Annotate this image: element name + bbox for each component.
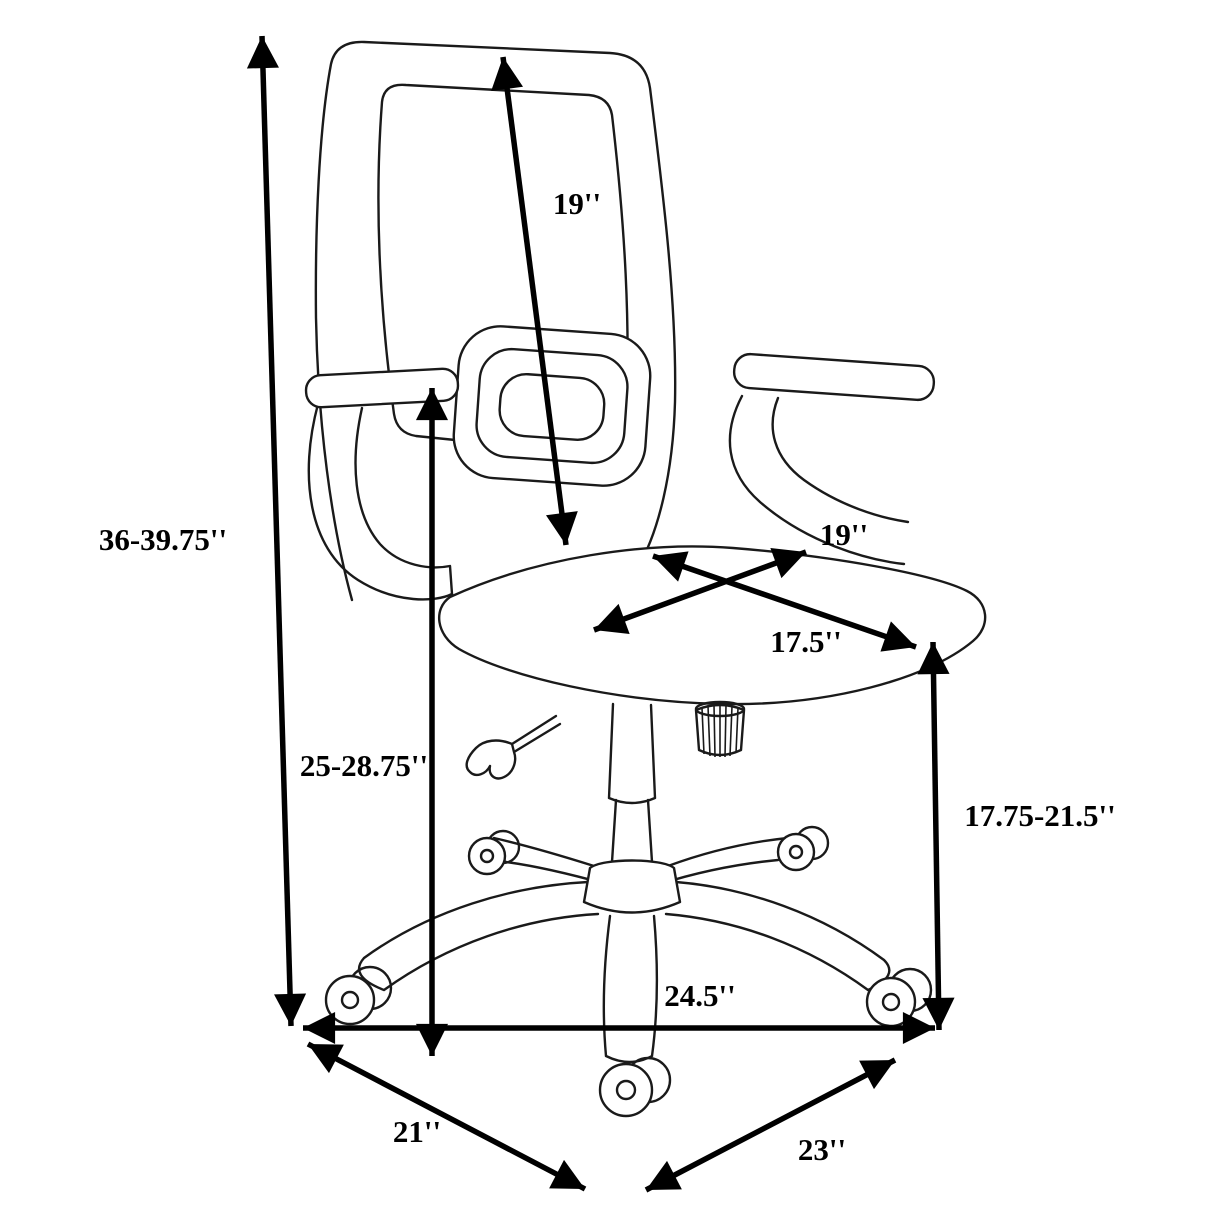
caster-front-left (324, 965, 393, 1026)
armrest-right-loop-inner (771, 396, 910, 524)
arrow-overall-height (246, 35, 307, 1027)
leg-front-left (358, 880, 600, 992)
lever-handle (465, 739, 517, 780)
armrest-right-loop-outer (728, 394, 906, 566)
label-seat-width: 19'' (820, 517, 868, 552)
leg-front-right (664, 880, 891, 992)
backrest-outer-line (314, 40, 677, 602)
lumbar-outer-rect (452, 325, 652, 487)
leg-rear-right (658, 836, 794, 886)
height-lever (465, 714, 562, 780)
arrow-base-front-right (644, 1057, 897, 1193)
seat (437, 545, 987, 706)
label-backrest-height: 19'' (553, 186, 601, 221)
gas-lift-upper (607, 702, 657, 805)
label-base-width: 24.5'' (664, 978, 735, 1013)
gas-lift-lower (610, 798, 654, 864)
base-hub (582, 859, 682, 914)
arrow-base-front-left (306, 1041, 587, 1192)
caster-rear-right (776, 825, 830, 872)
arrow-seat-floor-height (917, 641, 955, 1031)
knob-top (694, 700, 746, 718)
label-seat-depth: 17.5'' (770, 624, 841, 659)
arrow-seat-depth (652, 551, 917, 652)
chair-drawing (304, 40, 987, 1118)
armrest-left-loop-inner (354, 406, 454, 596)
caster-front (598, 1056, 672, 1118)
armrest-left-pad (304, 367, 460, 409)
backrest (314, 40, 677, 602)
armrest-right-pad (732, 352, 936, 402)
label-base-front-right: 23'' (798, 1132, 846, 1167)
caster-front-right (865, 967, 933, 1028)
leg-front (602, 914, 658, 1064)
lever-rod (510, 714, 562, 754)
dimension-labels: 36-39.75'' 19'' 25-28.75'' 19'' 17.5'' 1… (99, 186, 1116, 1167)
tension-knob (694, 700, 746, 758)
lumbar-handle (452, 325, 652, 487)
label-overall-height: 36-39.75'' (99, 522, 227, 557)
label-seat-floor-height: 17.75-21.5'' (964, 798, 1116, 833)
gas-lift (607, 702, 657, 864)
dimension-arrows (246, 35, 955, 1193)
caster-rear-left (467, 829, 521, 876)
arrow-backrest-height (491, 56, 578, 546)
label-base-front-left: 21'' (393, 1114, 441, 1149)
label-armrest-height: 25-28.75'' (300, 748, 428, 783)
